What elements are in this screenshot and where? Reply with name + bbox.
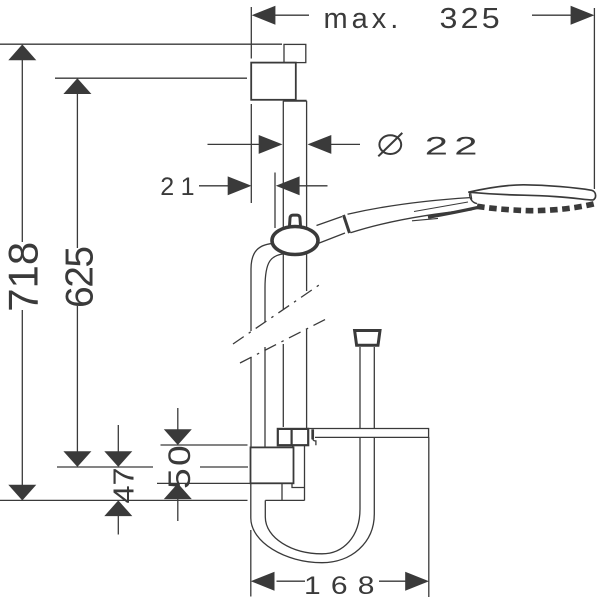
- svg-text:21: 21: [160, 173, 201, 201]
- svg-text:625: 625: [59, 247, 102, 308]
- svg-text:47: 47: [107, 467, 140, 503]
- svg-text:max.: max.: [324, 3, 403, 35]
- svg-text:22: 22: [425, 133, 484, 161]
- svg-text:168: 168: [304, 571, 385, 599]
- svg-text:50: 50: [163, 443, 198, 489]
- svg-text:325: 325: [440, 3, 503, 35]
- svg-text:718: 718: [0, 242, 47, 312]
